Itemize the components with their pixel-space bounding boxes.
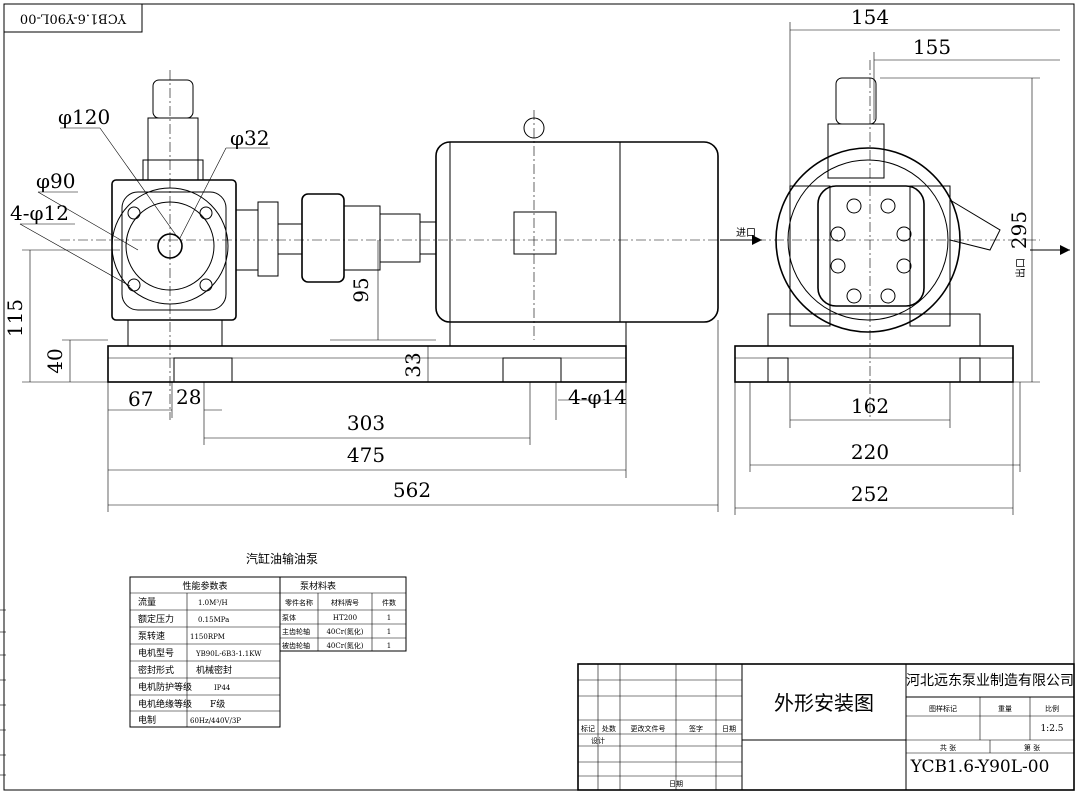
sheet-no: 第 张 [1024, 743, 1040, 752]
perf-value-5: IP44 [214, 684, 231, 692]
mat-header-0: 零件名称 [285, 598, 313, 607]
outlet-label: 出口 [1014, 258, 1027, 278]
pump-name: 汽缸油输油泵 [246, 551, 318, 566]
stamp-drawing-number: YCB1.6-Y90L-00 [20, 11, 127, 26]
perf-label-7: 电制 [138, 714, 156, 726]
dim-220: 220 [851, 440, 889, 464]
coupling [301, 193, 345, 283]
dim-33: 33 [401, 352, 425, 377]
dim-155: 155 [913, 35, 951, 59]
mat-table-title: 泵材料表 [300, 580, 336, 592]
motor-body [435, 141, 719, 323]
company-name: 河北远东泵业制造有限公司 [906, 673, 1074, 689]
perf-label-3: 电机型号 [138, 647, 174, 659]
relief-valve [147, 117, 199, 181]
perf-value-7: 60Hz/440V/3P [190, 717, 241, 725]
rev-date: 日期 [722, 725, 736, 733]
side-view [720, 60, 1040, 420]
dim-162: 162 [851, 394, 889, 418]
front-view [60, 70, 720, 420]
col-scale: 比例 [1045, 704, 1059, 713]
drawing-number: YCB1.6-Y90L-00 [910, 757, 1050, 777]
perf-value-0: 1.0M³/H [198, 599, 228, 607]
dim-40: 40 [43, 348, 67, 373]
perf-value-4: 机械密封 [196, 664, 232, 676]
rev-mark: 标记 [581, 724, 595, 733]
perf-table-title: 性能参数表 [182, 580, 227, 592]
dim-252: 252 [851, 482, 889, 506]
dim-295: 295 [1007, 211, 1031, 249]
mat-r2-c0: 被齿轮轴 [282, 641, 310, 650]
mat-r2-c2: 1 [387, 642, 391, 650]
side-dimensions [720, 22, 1070, 515]
margin-ticks [0, 609, 6, 776]
stamp-box [3, 3, 143, 33]
base-plate [107, 345, 627, 383]
perf-value-6: F级 [210, 698, 225, 710]
mat-r0-c2: 1 [387, 614, 391, 622]
perf-value-2: 1150RPM [190, 633, 225, 641]
terminal-box [513, 211, 557, 255]
mat-r1-c0: 主齿轮轴 [282, 627, 310, 636]
dim-95: 95 [349, 277, 373, 302]
dim-303: 303 [347, 411, 385, 435]
dim-28: 28 [176, 385, 201, 409]
mat-r2-c1: 40Cr(氮化) [326, 641, 363, 650]
dim-phi12: 4-φ12 [10, 201, 69, 225]
dim-562: 562 [393, 478, 431, 502]
date-label: 日期 [669, 780, 683, 788]
pump-body [111, 179, 237, 321]
designer-label: 设计 [591, 736, 605, 745]
total-sheets: 共 张 [940, 743, 956, 752]
rev-sign: 签字 [689, 724, 703, 733]
performance-table [129, 576, 281, 728]
perf-label-5: 电机防护等级 [138, 681, 192, 693]
perf-value-1: 0.15MPa [198, 616, 229, 624]
dim-115: 115 [3, 299, 27, 337]
mat-header-1: 材料牌号 [331, 598, 359, 607]
dim-67: 67 [128, 387, 153, 411]
pump-flange [817, 185, 925, 307]
dim-phi90: φ90 [36, 169, 75, 193]
mat-r0-c0: 泵体 [282, 613, 296, 622]
dim-phi32: φ32 [230, 126, 269, 150]
side-base [734, 345, 1014, 383]
scale-value: 1:2.5 [1040, 724, 1063, 734]
perf-label-0: 流量 [138, 596, 156, 608]
mat-r1-c2: 1 [387, 628, 391, 636]
dim-phi120: φ120 [58, 105, 110, 129]
perf-label-2: 泵转速 [138, 630, 165, 642]
col-stage: 图样标记 [929, 704, 957, 713]
rev-doc: 更改文件号 [631, 724, 666, 733]
dim-475: 475 [347, 443, 385, 467]
title-block [577, 663, 1075, 791]
perf-label-6: 电机绝缘等级 [138, 698, 192, 710]
perf-label-1: 额定压力 [138, 613, 174, 625]
perf-value-3: YB90L-6B3-1.1KW [195, 650, 262, 658]
rev-count: 处数 [602, 724, 616, 733]
mat-r1-c1: 40Cr(氮化) [326, 627, 363, 636]
mat-header-2: 件数 [382, 598, 396, 607]
mat-r0-c1: HT200 [333, 614, 357, 622]
dim-phi14: 4-φ14 [568, 385, 627, 409]
col-weight: 重量 [998, 705, 1012, 713]
dim-154: 154 [851, 5, 889, 29]
sheet-border [3, 3, 1075, 791]
drawing-title: 外形安装图 [774, 691, 874, 715]
perf-label-4: 密封形式 [138, 664, 174, 676]
material-table [279, 576, 407, 652]
inlet-label: 进口 [736, 227, 756, 239]
front-dimensions [19, 127, 719, 512]
